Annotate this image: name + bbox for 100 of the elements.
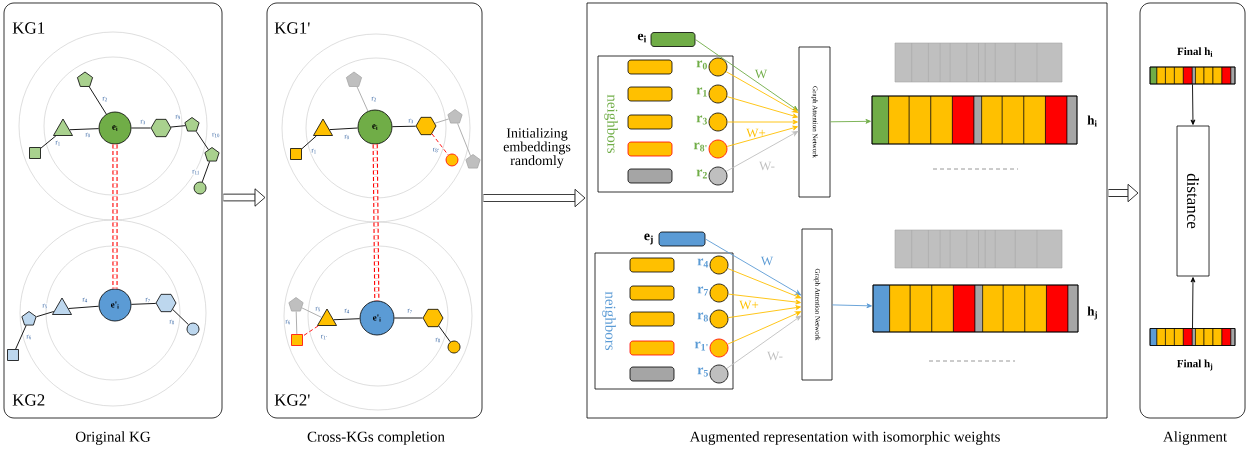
vector-label: Final h$_{j}$ (1177, 359, 1213, 371)
arrow (726, 125, 798, 147)
arrow (831, 303, 872, 309)
graph-label: KG2' (274, 394, 310, 406)
edge-label: W+ (739, 300, 759, 310)
graph-label: KG1' (274, 22, 310, 34)
edge-label: W (760, 256, 774, 266)
arrow (704, 238, 802, 296)
relation-label: r$_{3}$ (696, 115, 707, 125)
arrow (1190, 277, 1196, 329)
hexagon-node (155, 293, 177, 313)
relation-line (301, 307, 323, 318)
neighbor-bar (627, 59, 673, 75)
hexagon-node (150, 118, 172, 138)
pentagon-node (204, 147, 220, 162)
relation-label: r$_{8'}$ (693, 142, 707, 152)
edge-label: Initializing embeddings randomly (503, 127, 571, 169)
edge-label: W- (767, 351, 783, 361)
pentagon-node (346, 71, 362, 87)
relation-line (172, 309, 189, 325)
relation-line (356, 86, 369, 112)
edge-label: W- (759, 161, 775, 171)
neighbor-bar (629, 257, 675, 273)
neighbor-bar (629, 340, 675, 356)
panel-caption: Augmented representation with isomorphic weights (689, 431, 1000, 445)
neighbor-bar (627, 86, 673, 102)
entity-label: e$_{i}$ (637, 33, 647, 43)
relation-line (393, 317, 423, 319)
block-arrow (483, 188, 586, 208)
square-node (291, 334, 303, 346)
relation-line (457, 123, 471, 157)
square-node (290, 148, 302, 160)
pentagon-node (21, 311, 37, 326)
arrow (725, 71, 799, 113)
arrow (726, 119, 798, 125)
arrow (726, 315, 802, 369)
arrow (725, 131, 799, 172)
edge-label: W (754, 69, 768, 79)
hexagon-node (415, 116, 437, 136)
relation-line (438, 325, 451, 343)
relation-label: r$_{1'}$ (694, 341, 708, 351)
neighbor-bar (629, 285, 675, 301)
triangle-node (52, 297, 72, 315)
relation-line (333, 318, 361, 321)
arrow (829, 118, 871, 124)
pentagon-node (184, 117, 200, 132)
relation-label: r$_{0}$ (696, 60, 707, 70)
square-node (7, 349, 19, 361)
relation-line (69, 128, 100, 131)
dashed-link (431, 133, 449, 156)
neighbor-bar (629, 311, 675, 327)
arrow (726, 96, 798, 119)
relation-line (201, 161, 211, 183)
neighbor-bar (627, 141, 673, 157)
pentagon-node (77, 71, 93, 87)
arrow (694, 39, 799, 111)
relation-line (170, 125, 186, 128)
arrow (727, 268, 801, 299)
graph-label: KG1 (12, 22, 45, 34)
hexagon-node (422, 308, 444, 328)
relation-line (434, 118, 450, 124)
relation-line (40, 135, 57, 149)
arrow (1190, 83, 1196, 125)
graph-label: KG2 (12, 394, 45, 406)
arrow (727, 293, 801, 305)
relation-line (15, 325, 27, 350)
vector-label: Final h$_{i}$ (1177, 47, 1213, 57)
relation-label: r$_{8}$ (697, 312, 708, 322)
vector-label: h$_{j}$ (1087, 306, 1097, 320)
pentagon-node (447, 109, 463, 124)
dashed-link (372, 144, 380, 301)
panel-caption: Cross-KGs completion (307, 431, 445, 445)
relation-line (295, 311, 298, 335)
neighbor-bar (627, 168, 673, 184)
triangle-node (317, 308, 337, 326)
block-arrow (1108, 183, 1139, 203)
square-node (29, 147, 41, 159)
relation-line (301, 135, 317, 150)
distance-box: distance (1176, 125, 1210, 277)
panel-caption: Original KG (75, 431, 151, 445)
arrow (727, 305, 801, 319)
triangle-node (313, 118, 333, 136)
relation-line (195, 131, 209, 151)
triangle-node (53, 118, 73, 136)
relation-line (68, 305, 100, 309)
pentagon-node (288, 297, 304, 312)
relation-line (329, 127, 359, 131)
entity-label: e$_{j}$ (644, 233, 653, 245)
neighbor-bar (627, 114, 673, 130)
vector-label: h$_{i}$ (1087, 115, 1097, 127)
dashed-link (302, 325, 319, 337)
relation-label: r$_{5}$ (697, 367, 708, 377)
dashed-link (112, 144, 118, 289)
block-arrow (223, 188, 266, 207)
panel-caption: Alignment (1163, 431, 1227, 445)
relation-label: r$_{4}$ (697, 258, 709, 268)
relation-label: r$_{2}$ (696, 169, 707, 179)
neighbor-bar (629, 366, 675, 382)
relation-line (36, 311, 55, 318)
edge-label: W+ (746, 128, 766, 138)
